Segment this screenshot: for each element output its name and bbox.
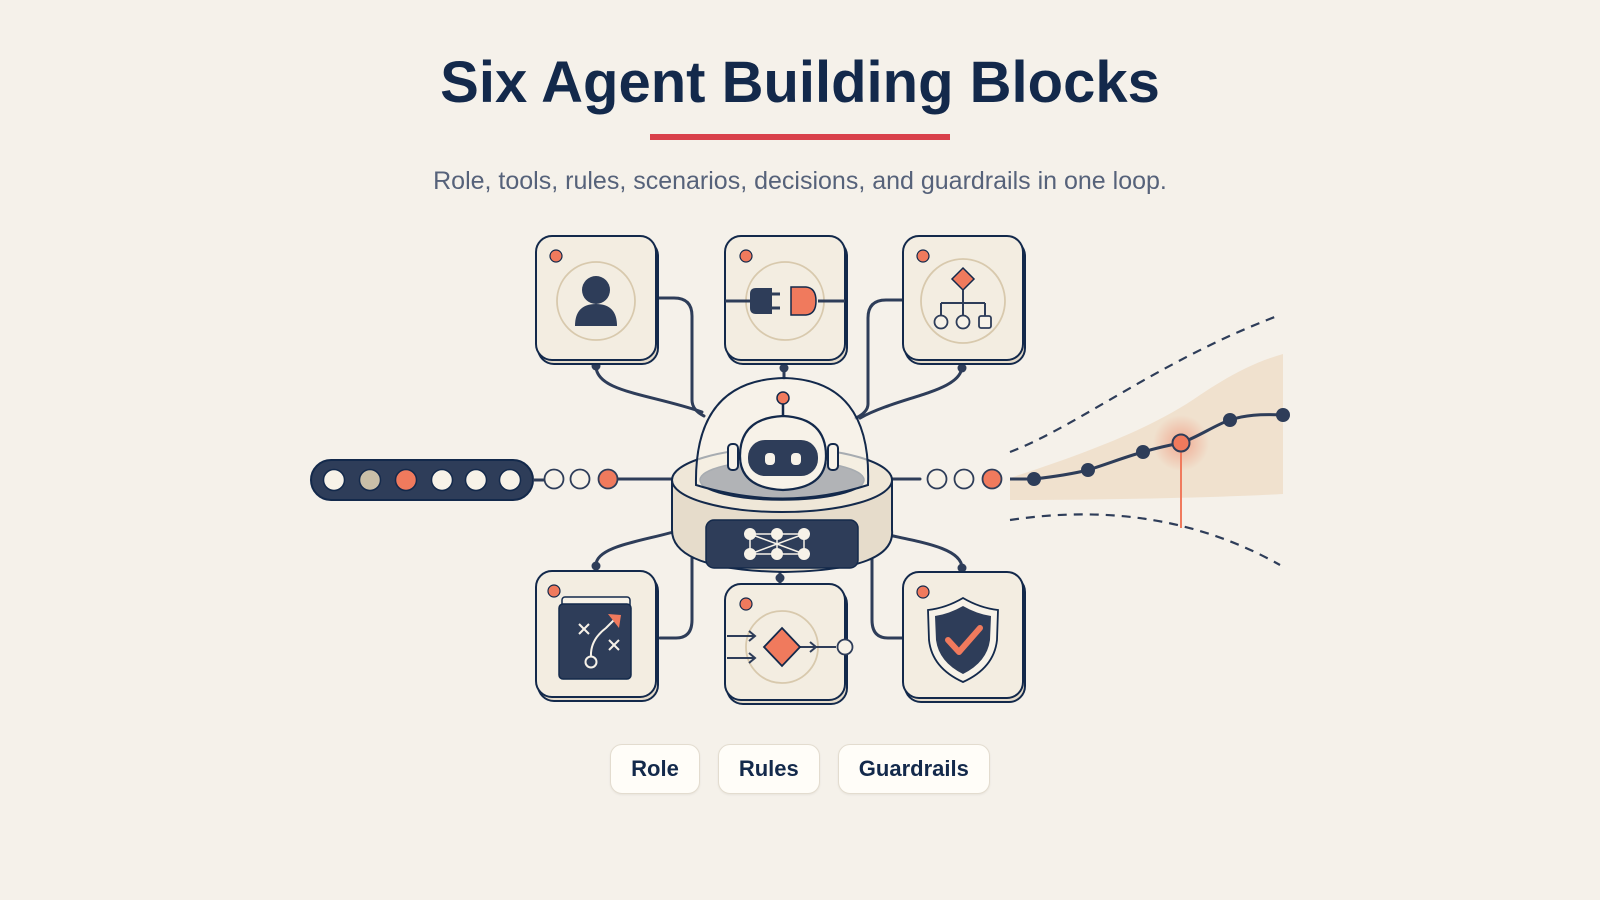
playbook-icon bbox=[558, 596, 632, 680]
decision-diamond-icon bbox=[727, 626, 854, 668]
trajectory-band bbox=[1009, 313, 1290, 566]
block-card-rules[interactable] bbox=[902, 235, 1026, 365]
wire-joints bbox=[591, 361, 967, 583]
hierarchy-icon bbox=[933, 266, 992, 330]
shield-check-icon bbox=[927, 596, 999, 683]
block-card-scenarios[interactable] bbox=[535, 570, 659, 702]
title-underline bbox=[650, 134, 950, 140]
chip-role[interactable]: Role bbox=[610, 744, 700, 794]
input-token-bar bbox=[310, 459, 619, 501]
block-card-guardrails[interactable] bbox=[902, 571, 1026, 703]
page-title: Six Agent Building Blocks bbox=[440, 50, 1160, 115]
robot-hub bbox=[671, 376, 894, 574]
block-card-tools[interactable] bbox=[724, 235, 848, 365]
chip-guardrails[interactable]: Guardrails bbox=[837, 744, 990, 794]
output-tokens bbox=[926, 468, 1003, 490]
page-subtitle: Role, tools, rules, scenarios, decisions… bbox=[433, 167, 1167, 195]
block-card-role[interactable] bbox=[535, 235, 659, 365]
person-icon bbox=[575, 276, 617, 326]
tag-chips: Role Rules Guardrails bbox=[0, 744, 1600, 794]
chip-rules[interactable]: Rules bbox=[717, 744, 820, 794]
plug-icon bbox=[725, 286, 845, 316]
block-card-decisions[interactable] bbox=[724, 583, 854, 705]
